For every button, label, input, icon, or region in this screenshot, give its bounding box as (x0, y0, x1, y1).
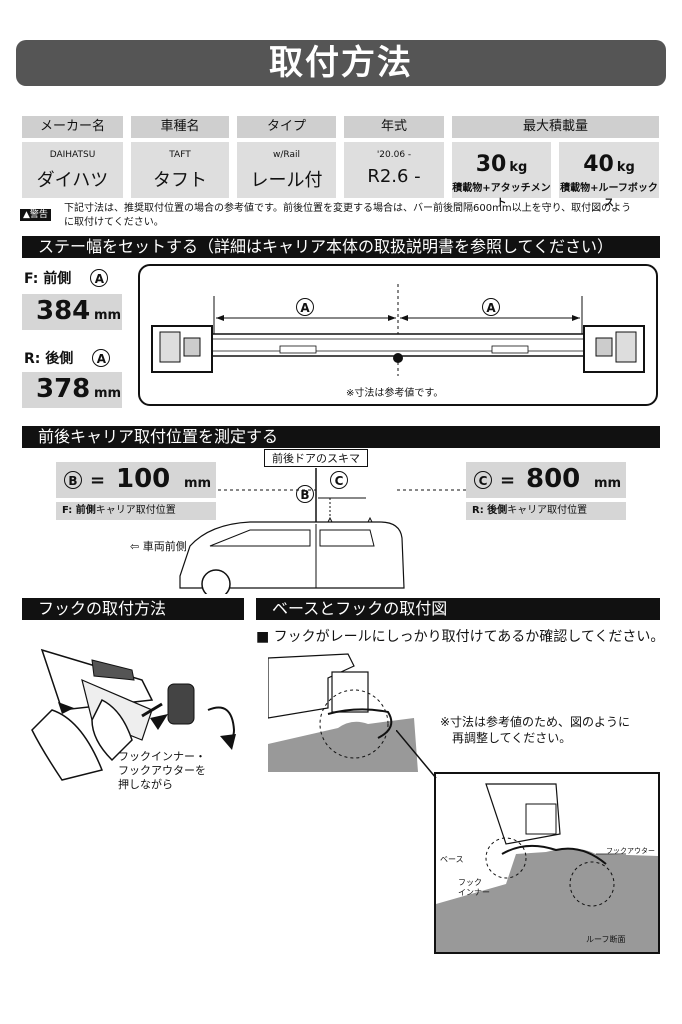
warning-badge: ▲警告 (20, 202, 51, 221)
b-caption-text: キャリア取付位置 (95, 505, 176, 516)
rear-mark-a: A (92, 349, 111, 367)
load1-value: 30 (475, 152, 507, 177)
warning-line-1: 下記寸法は、推奨取付位置の場合の参考値です。前後位置を変更する場合は、バー前後間… (64, 203, 632, 214)
detail-label-hook-outer: フックアウター (606, 847, 655, 855)
hook-note: フックインナー・ フックアウターを 押しながら (118, 750, 206, 792)
front-width-box: 384 mm (22, 294, 122, 330)
detail-label-hook-inner: フック インナー (458, 878, 490, 898)
rear-width-box: 378 mm (22, 372, 122, 408)
car-side-drawing (179, 468, 466, 594)
rear-label-text: R: 後側 (24, 351, 74, 367)
b-caption-bold: F: 前側 (62, 505, 96, 516)
b-mark: B (64, 471, 82, 489)
cell-type: w/Rail レール付 (237, 142, 336, 198)
detail-drawing (436, 783, 658, 952)
model-jp: タフト (153, 170, 207, 191)
cell-model: TAFT タフト (131, 142, 229, 198)
b-unit: mm (184, 476, 212, 491)
hook-note-line-2: フックアウターを (118, 764, 206, 777)
year-latin: '20.06 - (376, 150, 412, 160)
stay-width-diagram: A A ※寸法は参考値です。 (138, 264, 658, 406)
detail-box: ベース フック インナー フックアウター ルーフ断面 (434, 772, 660, 954)
car-mark-c: C (330, 470, 348, 489)
model-latin: TAFT (169, 150, 191, 160)
car-mark-b-text: B (296, 485, 314, 503)
c-caption: R: 後側キャリア取付位置 (466, 502, 626, 520)
check-instruction: ■ フックがレールにしっかり取付けてあるか確認してください。 (256, 629, 665, 645)
c-equals: = (500, 470, 516, 491)
c-value: 800 (526, 464, 581, 494)
page-title: 取付方法 (16, 40, 666, 86)
section-measure-position: 前後キャリア取付位置を測定する (22, 426, 660, 448)
leader-line (396, 730, 437, 779)
maker-jp: ダイハツ (36, 170, 109, 191)
vehicle-front-text: 車両前側 (142, 540, 187, 553)
front-width-value: 384 (36, 296, 91, 326)
header-year: 年式 (344, 116, 444, 138)
rear-width-unit: mm (94, 386, 122, 401)
cell-maker: DAIHATSU ダイハツ (22, 142, 123, 198)
section-stay-width: ステー幅をセットする（詳細はキャリア本体の取扱説明書を参照してください） (22, 236, 660, 258)
vehicle-front-label: ⇦ 車両前側 (130, 538, 187, 554)
c-measure-box: C = 800 mm (466, 462, 626, 498)
year-jp: R2.6 - (367, 166, 421, 187)
diagram-mark-a-left: A (296, 298, 314, 316)
door-gap-label: 前後ドアのスキマ (264, 449, 368, 467)
base-hook-section-drawing (268, 653, 418, 772)
front-label: F: 前側 A (24, 268, 122, 288)
hook-install-drawing (31, 648, 236, 781)
rear-label: R: 後側 A (24, 348, 122, 368)
car-mark-c-text: C (330, 471, 348, 489)
detail-label-roof: ルーフ断面 (586, 935, 626, 944)
arrow-left-icon: ⇦ (130, 540, 143, 553)
section-base-hook-diagram: ベースとフックの取付図 (256, 598, 660, 620)
c-mark: C (474, 471, 492, 489)
bar-drawing (151, 284, 645, 376)
warning-text: 下記寸法は、推奨取付位置の場合の参考値です。前後位置を変更する場合は、バー前後間… (64, 202, 664, 230)
adjust-note-line-1: ※寸法は参考値のため、図のように (440, 715, 631, 729)
detail-label-hook-inner-1: フック (458, 878, 482, 887)
load2-unit: kg (616, 160, 635, 175)
c-unit: mm (594, 476, 622, 491)
maker-latin: DAIHATSU (49, 150, 96, 160)
load2-caption: 積載物+ルーフボックス (560, 183, 658, 209)
c-caption-text: キャリア取付位置 (507, 505, 588, 516)
detail-label-base: ベース (440, 855, 464, 864)
section-hook-method: フックの取付方法 (22, 598, 244, 620)
b-equals: = (90, 470, 106, 491)
car-mark-b: B (296, 484, 314, 503)
diagram-note: ※寸法は参考値です。 (346, 388, 444, 399)
b-measure-box: B = 100 mm (56, 462, 216, 498)
header-max-load: 最大積載量 (452, 116, 659, 138)
front-label-text: F: 前側 (24, 271, 72, 287)
hook-note-line-3: 押しながら (118, 778, 173, 791)
load1-caption: 積載物+アタッチメント (452, 183, 551, 209)
warning-line-2: に取付けてください。 (64, 217, 164, 228)
load1-unit: kg (509, 160, 528, 175)
rear-width-value: 378 (36, 374, 91, 404)
type-latin: w/Rail (273, 150, 300, 160)
front-mark-a: A (90, 269, 109, 287)
adjust-note: ※寸法は参考値のため、図のように 再調整してください。 (440, 714, 630, 746)
b-caption: F: 前側キャリア取付位置 (56, 502, 216, 520)
detail-label-hook-inner-2: インナー (458, 888, 490, 897)
header-type: タイプ (237, 116, 336, 138)
load2-value: 40 (583, 152, 614, 177)
cell-year: '20.06 - R2.6 - (344, 142, 444, 198)
b-value: 100 (116, 464, 171, 494)
header-model: 車種名 (131, 116, 229, 138)
warning-badge-text: 警告 (29, 210, 48, 220)
header-maker: メーカー名 (22, 116, 123, 138)
c-caption-bold: R: 後側 (472, 505, 508, 516)
diagram-mark-a-right: A (482, 298, 500, 316)
hook-note-line-1: フックインナー・ (118, 750, 206, 763)
front-width-unit: mm (94, 308, 122, 323)
adjust-note-line-2: 再調整してください。 (452, 731, 572, 745)
type-jp: レール付 (250, 170, 323, 191)
warning-triangle-icon: ▲ (23, 210, 30, 220)
